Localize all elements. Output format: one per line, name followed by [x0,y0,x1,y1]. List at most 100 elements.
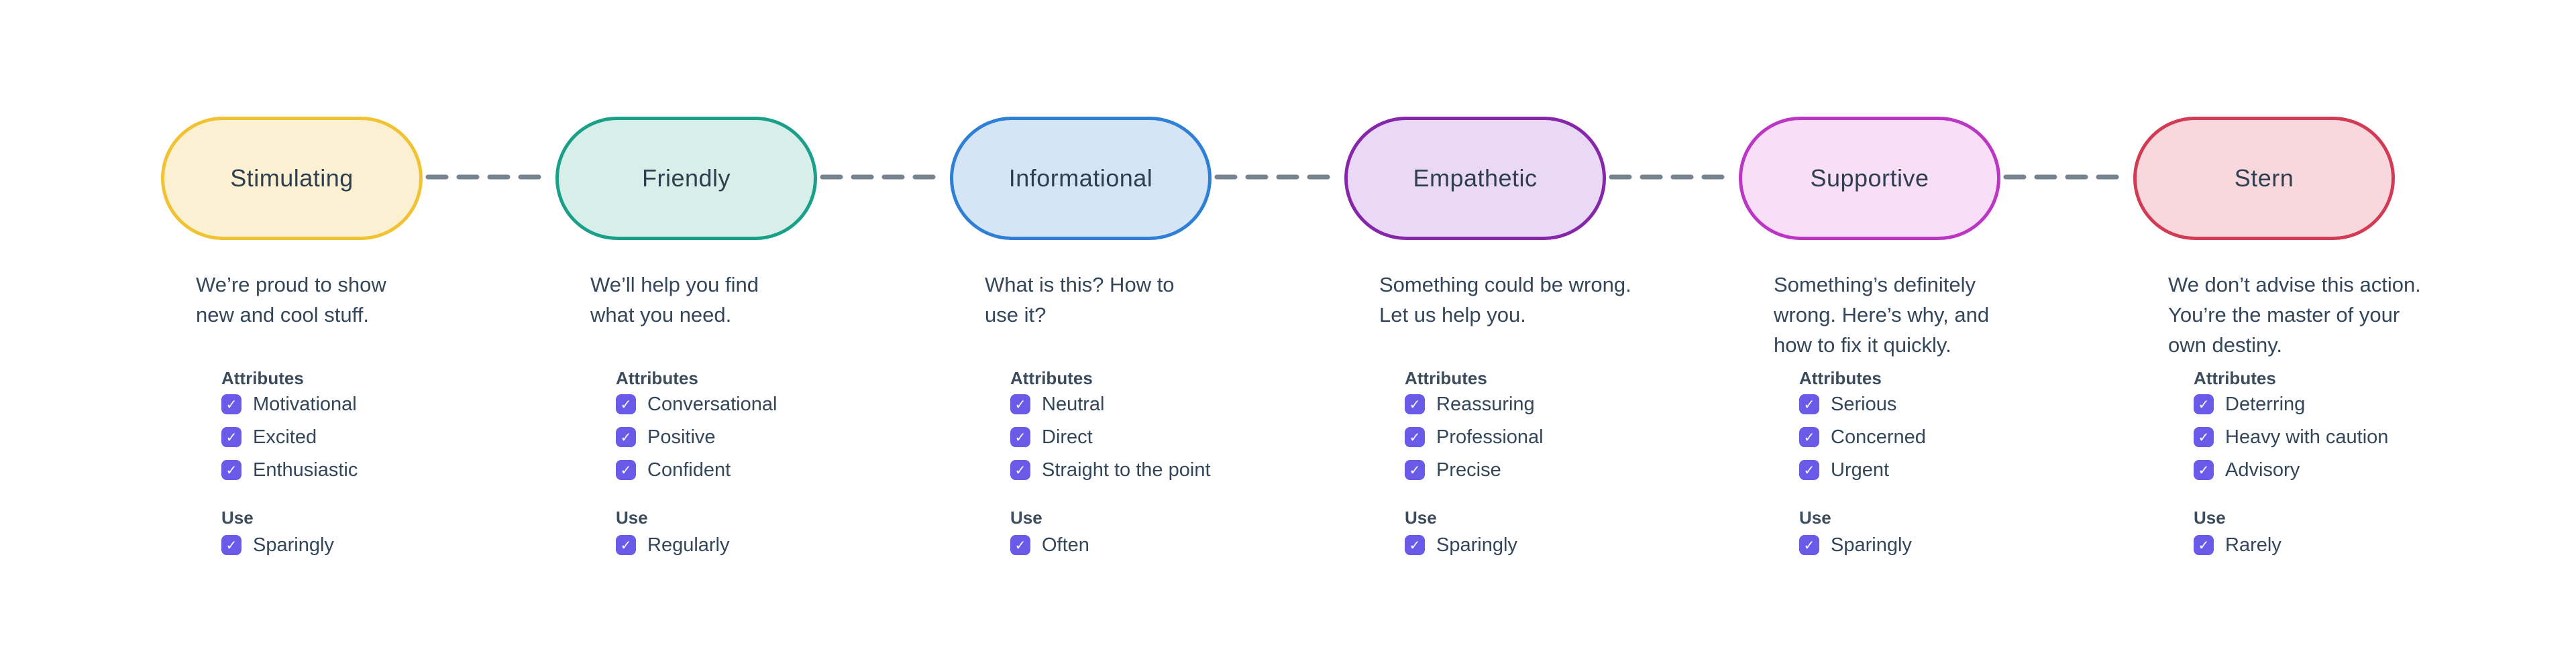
attributes-heading: Attributes [1799,368,1882,388]
dashed-connector [2003,174,2131,180]
use-row: ✓ Often [1010,534,1212,556]
dashed-connector [1214,174,1342,180]
tone-column-supportive: Supportive Something’s definitely wrong.… [1739,117,2000,556]
attribute-label: Precise [1436,459,1501,481]
tone-description: We’ll help you find what you need. [590,273,759,327]
use-label: Rarely [2225,534,2282,556]
use-checkbox-checked[interactable]: ✓ [1799,535,1819,555]
use-rows: ✓ Rarely [2133,534,2395,556]
attribute-checkbox-checked[interactable]: ✓ [1010,427,1030,447]
attribute-checkbox-checked[interactable]: ✓ [616,427,636,447]
dashed-connector [1609,174,1736,180]
attribute-label: Concerned [1831,426,1926,448]
tone-pill: Supportive [1739,117,2000,240]
attributes-heading: Attributes [616,368,698,388]
use-rows: ✓ Sparingly [161,534,423,556]
use-checkbox-checked[interactable]: ✓ [1405,535,1425,555]
use-checkbox-checked[interactable]: ✓ [221,535,241,555]
attribute-row: ✓ Confident [616,459,817,481]
attribute-label: Neutral [1042,393,1105,415]
attribute-checkbox-checked[interactable]: ✓ [2194,460,2214,480]
attribute-row: ✓ Neutral [1010,393,1212,415]
use-rows: ✓ Often [950,534,1212,556]
attribute-checkbox-checked[interactable]: ✓ [1010,394,1030,414]
attribute-row: ✓ Professional [1405,426,1606,448]
tone-description: Something could be wrong. Let us help yo… [1379,273,1631,327]
use-heading: Use [1405,508,1437,528]
attribute-label: Conversational [647,393,777,415]
attribute-checkbox-checked[interactable]: ✓ [1799,460,1819,480]
use-row: ✓ Regularly [616,534,817,556]
use-rows: ✓ Regularly [555,534,817,556]
attribute-rows: ✓ Motivational ✓ Excited ✓ Enthusiastic [161,393,423,481]
attribute-checkbox-checked[interactable]: ✓ [616,460,636,480]
tone-pill: Informational [950,117,1212,240]
attribute-label: Advisory [2225,459,2300,481]
attribute-label: Deterring [2225,393,2306,415]
tone-column-informational: Informational What is this? How to use i… [950,117,1212,556]
attribute-checkbox-checked[interactable]: ✓ [1799,427,1819,447]
use-label: Regularly [647,534,730,556]
attribute-label: Heavy with caution [2225,426,2389,448]
attributes-heading: Attributes [1010,368,1093,388]
use-row: ✓ Sparingly [1405,534,1606,556]
attribute-label: Positive [647,426,716,448]
tone-column-empathetic: Empathetic Something could be wrong. Let… [1344,117,1631,556]
attributes-heading: Attributes [221,368,304,388]
tone-column-stimulating: Stimulating We’re proud to show new and … [161,117,423,556]
attributes-heading: Attributes [2194,368,2276,388]
attribute-label: Direct [1042,426,1093,448]
use-heading: Use [1010,508,1042,528]
use-checkbox-checked[interactable]: ✓ [1010,535,1030,555]
attribute-label: Serious [1831,393,1897,415]
attribute-row: ✓ Deterring [2194,393,2395,415]
attribute-label: Motivational [253,393,357,415]
tone-pill: Stern [2133,117,2395,240]
attribute-checkbox-checked[interactable]: ✓ [1405,427,1425,447]
tone-pill-label: Stimulating [230,164,354,192]
attribute-label: Excited [253,426,317,448]
tone-pill-label: Supportive [1810,164,1929,192]
attribute-checkbox-checked[interactable]: ✓ [1799,394,1819,414]
use-checkbox-checked[interactable]: ✓ [2194,535,2214,555]
attribute-label: Straight to the point [1042,459,1211,481]
attribute-checkbox-checked[interactable]: ✓ [221,394,241,414]
tone-pill-label: Empathetic [1413,164,1538,192]
attribute-row: ✓ Direct [1010,426,1212,448]
attribute-checkbox-checked[interactable]: ✓ [221,460,241,480]
attribute-row: ✓ Reassuring [1405,393,1606,415]
attribute-rows: ✓ Reassuring ✓ Professional ✓ Precise [1344,393,1606,481]
attribute-checkbox-checked[interactable]: ✓ [616,394,636,414]
dashed-connector [425,174,553,180]
attribute-row: ✓ Excited [221,426,423,448]
attribute-checkbox-checked[interactable]: ✓ [2194,427,2214,447]
use-heading: Use [1799,508,1831,528]
attribute-row: ✓ Heavy with caution [2194,426,2395,448]
tone-description: We don’t advise this action. You’re the … [2168,273,2421,357]
dashed-connector [820,174,947,180]
use-heading: Use [2194,508,2226,528]
tone-column-friendly: Friendly We’ll help you find what you ne… [555,117,817,556]
attribute-label: Enthusiastic [253,459,358,481]
attribute-rows: ✓ Deterring ✓ Heavy with caution ✓ Advis… [2133,393,2395,481]
use-label: Often [1042,534,1089,556]
attribute-label: Reassuring [1436,393,1535,415]
attributes-heading: Attributes [1405,368,1487,388]
attribute-checkbox-checked[interactable]: ✓ [221,427,241,447]
use-heading: Use [221,508,254,528]
tone-pill: Friendly [555,117,817,240]
use-checkbox-checked[interactable]: ✓ [616,535,636,555]
attribute-row: ✓ Precise [1405,459,1606,481]
use-label: Sparingly [253,534,334,556]
use-row: ✓ Rarely [2194,534,2395,556]
attribute-checkbox-checked[interactable]: ✓ [1405,460,1425,480]
tone-columns: Stimulating We’re proud to show new and … [161,117,2421,556]
attribute-label: Confident [647,459,731,481]
use-row: ✓ Sparingly [221,534,423,556]
attribute-checkbox-checked[interactable]: ✓ [1010,460,1030,480]
tone-description: We’re proud to show new and cool stuff. [196,273,386,327]
tone-column-stern: Stern We don’t advise this action. You’r… [2133,117,2421,556]
attribute-checkbox-checked[interactable]: ✓ [2194,394,2214,414]
attribute-checkbox-checked[interactable]: ✓ [1405,394,1425,414]
attribute-row: ✓ Enthusiastic [221,459,423,481]
